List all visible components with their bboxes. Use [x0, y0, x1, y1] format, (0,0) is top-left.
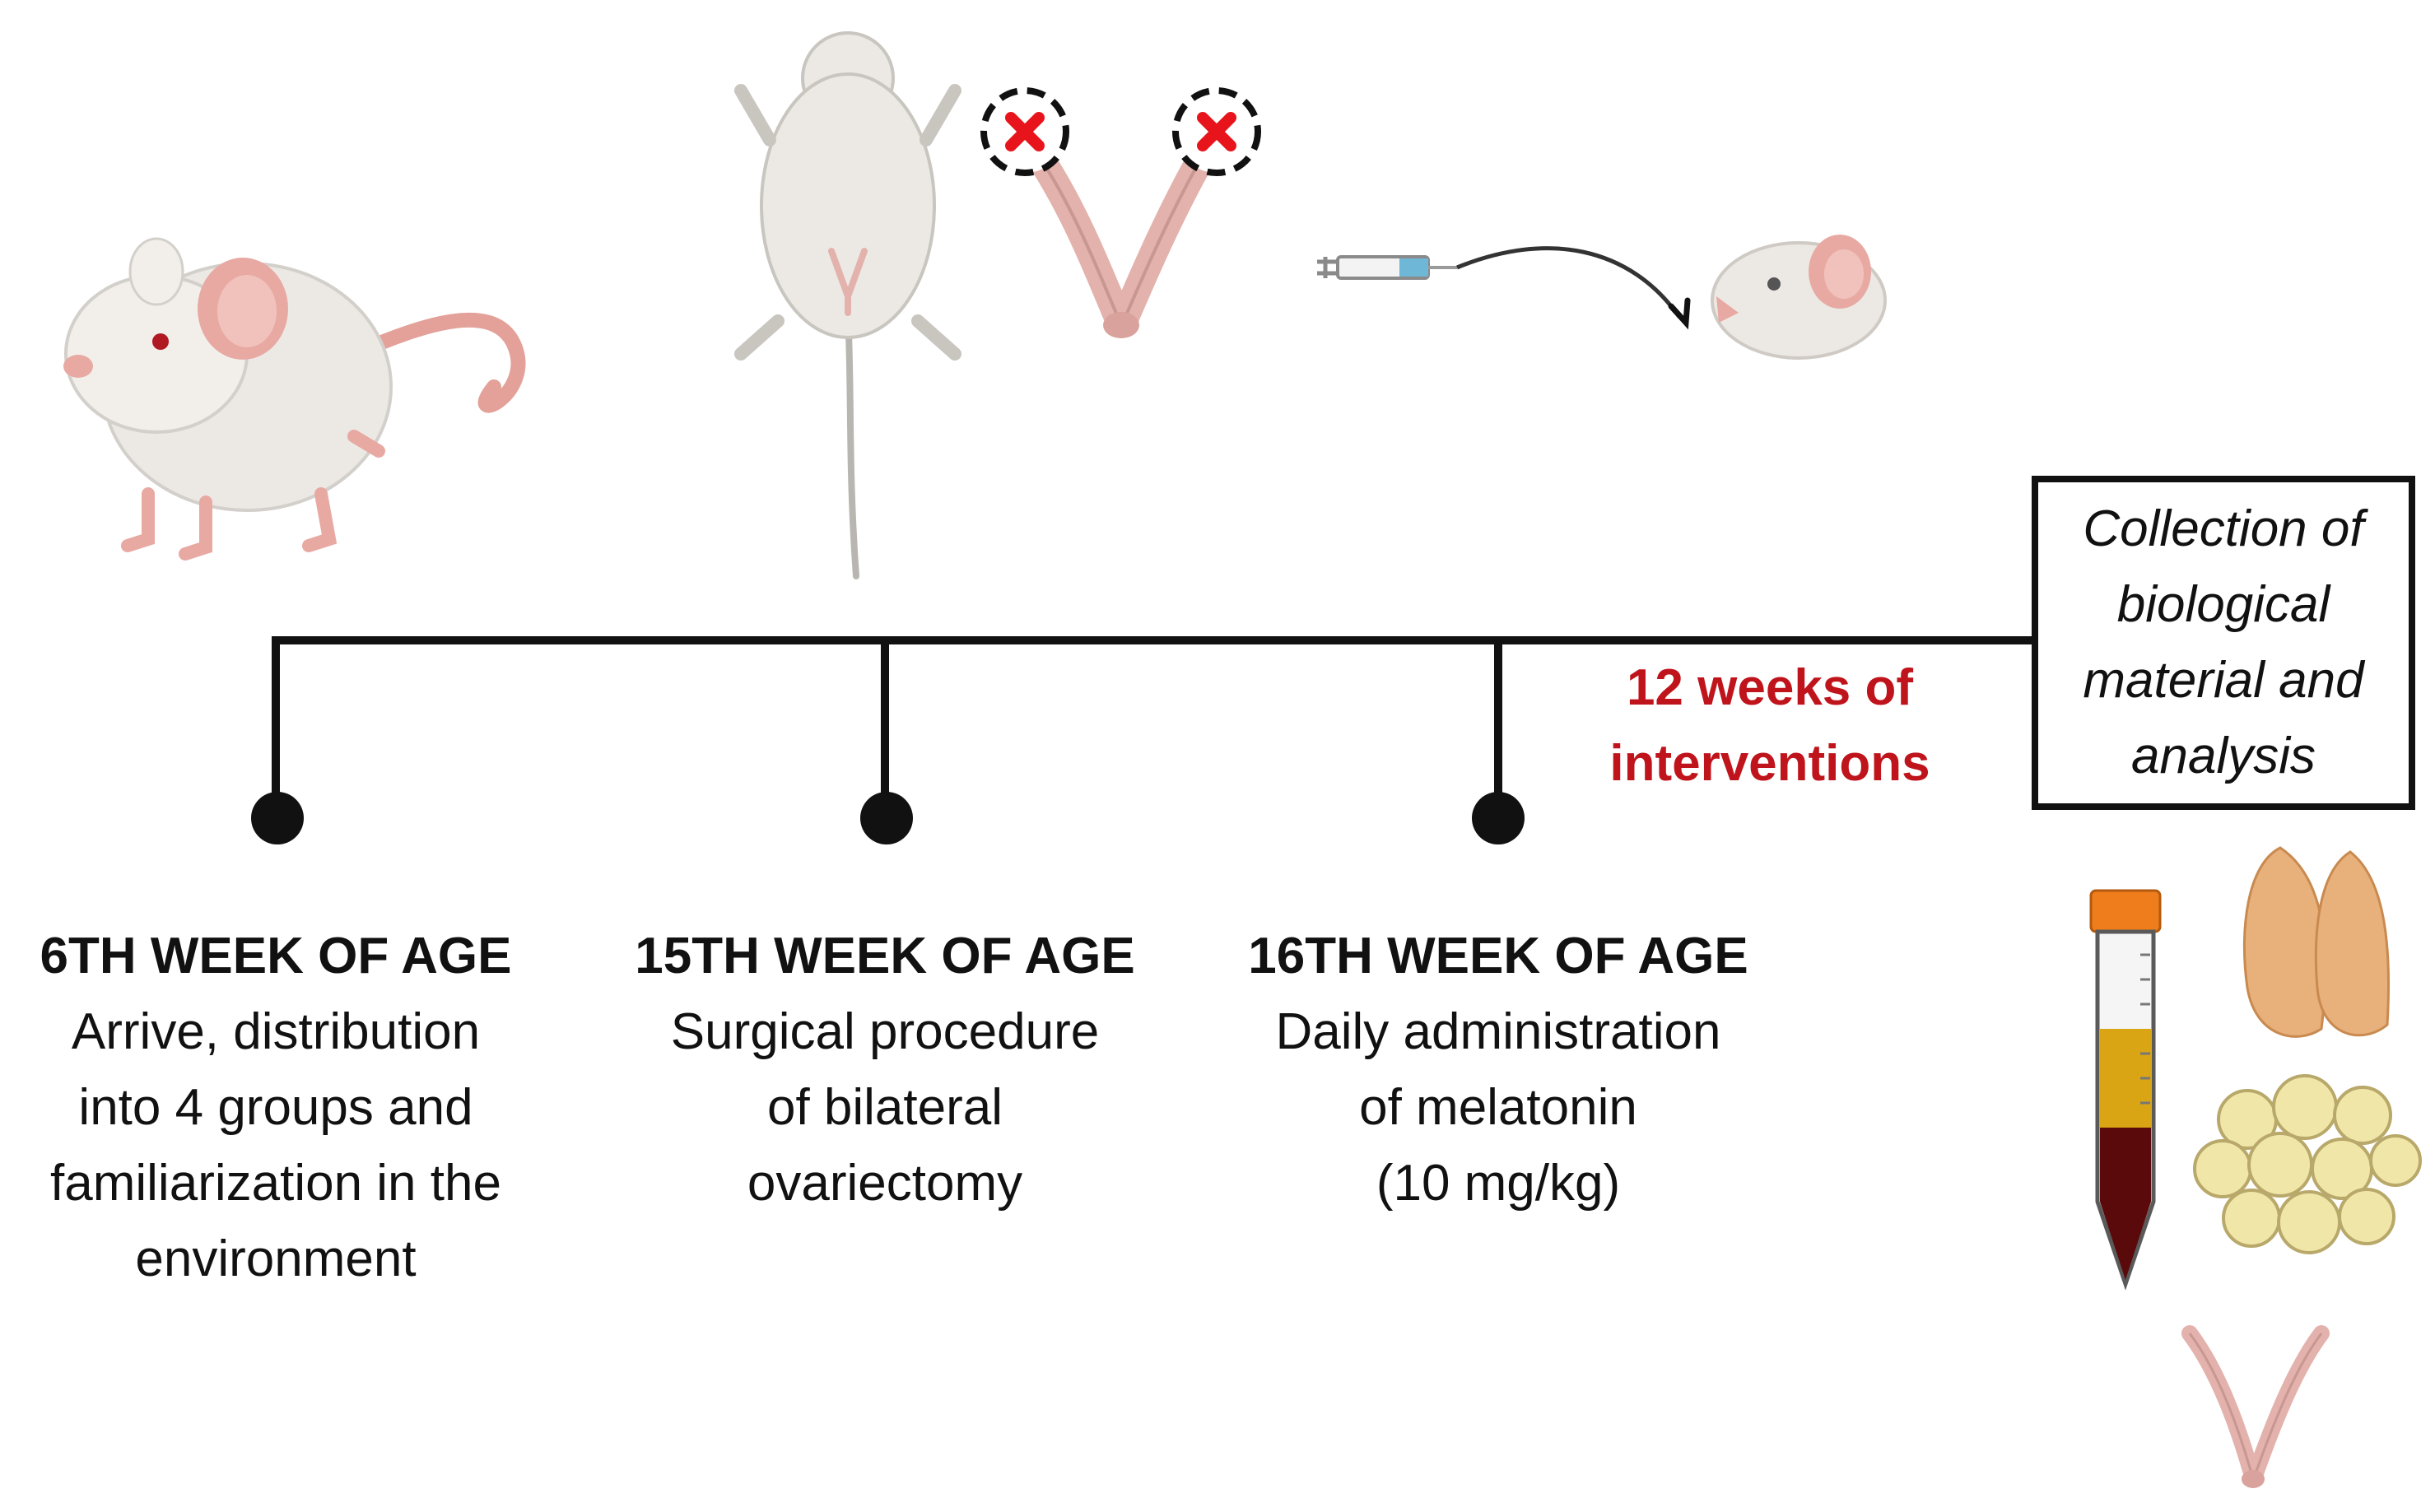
- milestone-label-1: 6TH WEEK OF AGE Arrive, distribution int…: [0, 919, 552, 1297]
- final-step-line: Collection of: [2083, 500, 2364, 557]
- milestone-desc-line: Daily administration: [1275, 1003, 1721, 1060]
- milestone-desc-line: Surgical procedure: [670, 1003, 1100, 1060]
- milestone-dot-2: [860, 792, 913, 844]
- final-step-box: Collection of biological material and an…: [2032, 476, 2415, 810]
- mouse-head-icon: [1711, 235, 1887, 360]
- adipose-icon: [2193, 1074, 2422, 1254]
- tissue-icon: [2242, 846, 2391, 1038]
- removal-mark-left: [980, 87, 1069, 176]
- final-step-text: Collection of biological material and an…: [2083, 491, 2363, 794]
- interval-label: 12 weeks of interventions: [1548, 650, 1992, 802]
- milestone-desc-line: of bilateral: [766, 1079, 1003, 1136]
- milestone-heading: 16TH WEEK OF AGE: [1248, 928, 1748, 984]
- milestone-desc-line: Arrive, distribution: [71, 1003, 481, 1060]
- mouse-supine-icon: [734, 31, 961, 579]
- syringe-icon: [1317, 246, 1691, 330]
- removal-mark-right: [1172, 87, 1261, 176]
- timeline: [272, 636, 2032, 794]
- milestone-desc-line: familiarization in the: [50, 1155, 501, 1212]
- uterus-icon: [2181, 1325, 2330, 1488]
- milestone-desc-line: environment: [135, 1231, 417, 1287]
- milestone-label-2: 15TH WEEK OF AGE Surgical procedure of b…: [613, 919, 1157, 1221]
- milestone-dot-3: [1472, 792, 1525, 844]
- milestone-label-3: 16TH WEEK OF AGE Daily administration of…: [1227, 919, 1770, 1221]
- milestone-desc-line: of melatonin: [1359, 1079, 1637, 1136]
- final-step-line: analysis: [2131, 728, 2316, 784]
- interval-line: interventions: [1609, 735, 1930, 792]
- interval-line: 12 weeks of: [1626, 659, 1914, 716]
- milestone-heading: 15TH WEEK OF AGE: [635, 928, 1135, 984]
- blood-tube-icon: [2089, 889, 2162, 1291]
- uterus-ovariectomy-icon: [980, 87, 1261, 338]
- mouse-standing-icon: [63, 237, 526, 561]
- final-step-line: material and: [2083, 652, 2364, 709]
- milestone-heading: 6TH WEEK OF AGE: [40, 928, 512, 984]
- milestone-desc-line: into 4 groups and: [78, 1079, 473, 1136]
- milestone-desc-line: (10 mg/kg): [1376, 1155, 1621, 1212]
- final-step-line: biological: [2116, 576, 2330, 633]
- milestone-desc-line: ovariectomy: [747, 1155, 1023, 1212]
- milestone-dot-1: [251, 792, 304, 844]
